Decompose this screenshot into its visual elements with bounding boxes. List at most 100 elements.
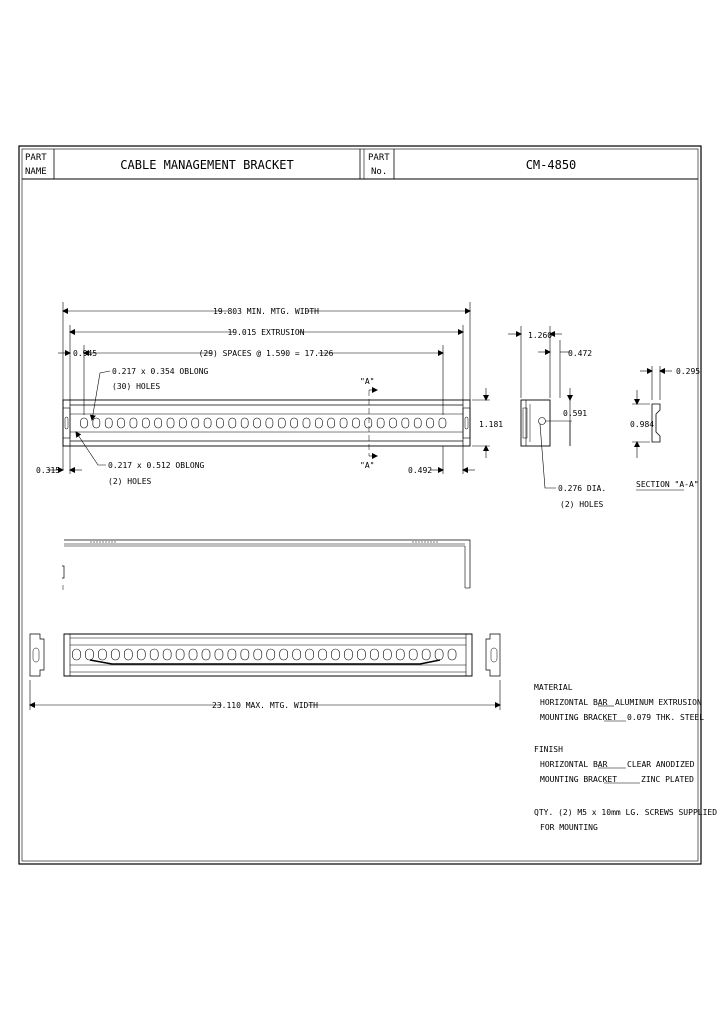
sheet-border [18,145,702,865]
oblong-hole [92,417,101,429]
oblong-hole [426,417,434,429]
dim-max-width: 23.110 MAX. MTG. WIDTH [212,701,318,710]
callout-oblong-30-qty: (30) HOLES [112,382,160,391]
oblong-hole [253,417,261,429]
oblong-hole [327,417,336,429]
oblong-hole [228,417,237,429]
oblong-hole [370,648,379,661]
callout-dia-holes-qty: (2) HOLES [560,500,604,509]
oblong-hole [447,648,457,661]
oblong-hole [253,648,263,661]
part-name-value: CABLE MANAGEMENT BRACKET [120,158,293,172]
oblong-hole [318,648,327,661]
oblong-hole [389,417,397,429]
section-mark-top: "A" [360,377,374,386]
finish-2-value: ZINC PLATED [641,775,694,784]
finish-2-item: MOUNTING BRACKET [540,775,617,784]
oblong-hole [438,417,447,429]
qty-line-2: FOR MOUNTING [540,823,598,832]
material-1-item: HORIZONTAL BAR [540,698,608,707]
oblong-hole [98,648,107,661]
oblong-hole [382,648,392,661]
dim-height: 1.181 [479,420,503,429]
oblong-hole [149,648,159,661]
oblong-hole [191,417,200,429]
section-mark-bottom: "A" [360,461,374,470]
oblong-hole [129,417,138,429]
oblong-hole [344,648,353,661]
dim-spaces: (29) SPACES @ 1.590 = 17.126 [199,349,334,358]
oblong-hole [339,417,348,429]
oblong-hole [80,417,88,429]
oblong-hole [305,648,314,661]
oblong-hole [421,648,431,661]
oblong-hole [401,417,410,429]
dim-mtg-width: 19.803 MIN. MTG. WIDTH [213,307,319,316]
oblong-hole [290,417,298,429]
oblong-hole [142,417,150,429]
dim-extrusion: 19.015 EXTRUSION [227,328,304,337]
part-name-label-1: PART [25,153,47,163]
section-a-a: 0.295 0.984 SECTION "A-A" [630,366,700,491]
oblong-hole [413,417,422,429]
bottom-view: 23.110 MAX. MTG. WIDTH [29,633,501,710]
finish-1-value: CLEAR ANODIZED [627,760,695,769]
oblong-hole [136,648,146,661]
callout-oblong-30: 0.217 x 0.354 OBLONG [112,367,209,376]
top-view [62,539,471,590]
oblong-hole [166,417,175,429]
dim-flange: 0.472 [568,349,592,358]
oblong-hole [277,417,286,429]
material-title: MATERIAL [534,683,573,692]
oblong-hole [408,648,418,661]
oblong-hole [240,648,250,661]
oblong-hole [216,417,224,429]
oblong-hole [302,417,311,429]
notes: MATERIAL HORIZONTAL BAR ALUMINUM EXTRUSI… [534,683,717,832]
oblong-hole [292,648,301,661]
oblong-hole [395,648,405,661]
oblong-hole [117,417,125,429]
oblong-hole [175,648,185,661]
oblong-hole [240,417,249,429]
oblong-hole [179,417,187,429]
oblong-hole [357,648,366,661]
oblong-hole [85,648,94,661]
oblong-hole [265,417,274,429]
oblong-hole [154,417,162,429]
section-label: SECTION "A-A" [636,480,699,489]
dim-left-offset: 0.945 [73,349,97,358]
finish-title: FINISH [534,745,563,754]
oblong-hole [227,648,237,661]
oblong-hole [352,417,360,429]
material-2-value: 0.079 THK. STEEL [627,713,704,722]
dim-depth: 1.260 [528,331,552,340]
oblong-hole [111,648,120,661]
dim-right-edge: 0.492 [408,466,432,475]
title-block: PART NAME CABLE MANAGEMENT BRACKET PART … [22,149,698,180]
material-2-item: MOUNTING BRACKET [540,713,617,722]
oblong-hole [104,417,113,429]
oblong-hole [72,648,81,661]
oblong-hole [376,417,385,429]
front-view: 19.803 MIN. MTG. WIDTH 19.015 EXTRUSION … [36,302,503,486]
callout-dia-holes: 0.276 DIA. [558,484,606,493]
oblong-hole [201,648,211,661]
oblong-hole [188,648,198,661]
dim-hole-pos: 0.591 [563,409,587,418]
callout-oblong-2-qty: (2) HOLES [108,477,152,486]
oblong-hole [315,417,323,429]
material-1-value: ALUMINUM EXTRUSION [615,698,702,707]
oblong-hole [364,417,373,429]
dim-section-height: 0.984 [630,420,654,429]
oblong-hole [331,648,340,661]
oblong-hole [124,648,133,661]
oblong-hole [434,648,444,661]
side-view: 1.260 0.472 0.591 0.276 DIA. (2) HOLES [508,326,606,509]
front-oblong-holes [80,417,447,429]
qty-line-1: QTY. (2) M5 x 10mm LG. SCREWS SUPPLIED [534,808,717,817]
oblong-hole [214,648,224,661]
oblong-hole [279,648,289,661]
oblong-hole [162,648,172,661]
